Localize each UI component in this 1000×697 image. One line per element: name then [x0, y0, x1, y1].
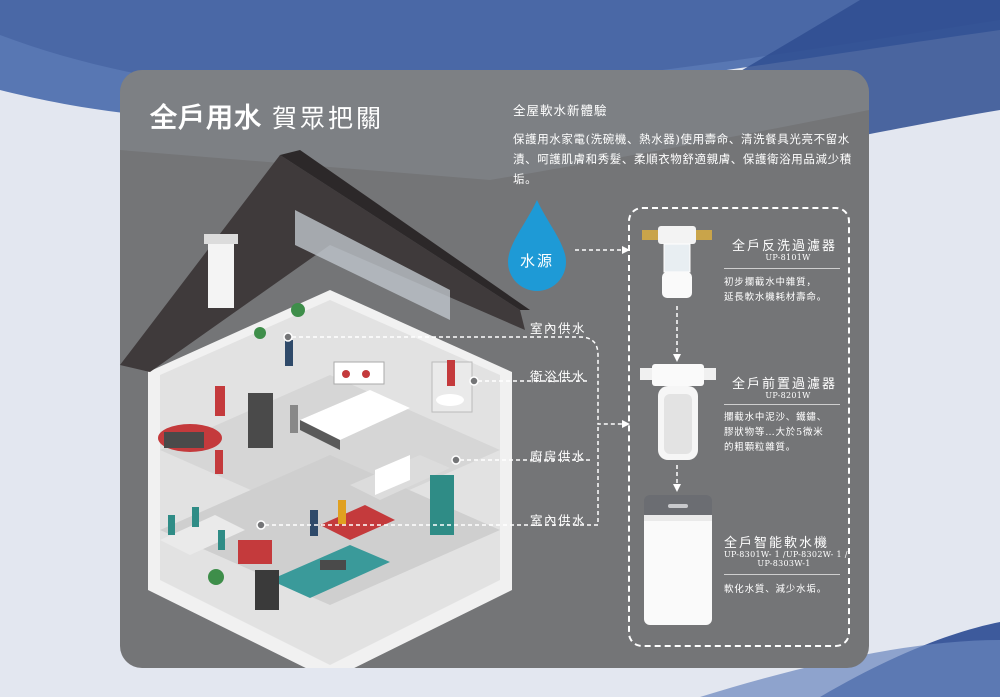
product-chain-box: [628, 207, 850, 647]
product-3-model-line: UP-8301W- 1 /UP-8302W- 1 /: [724, 550, 848, 559]
product-3-name: 全戶智能軟水機: [724, 536, 830, 551]
product-1-desc-line: 初步攔截水中雜質，: [724, 277, 817, 288]
product-2-name: 全戶前置過濾器: [732, 377, 838, 392]
product-3-model-line: UP-8303W-1: [757, 559, 811, 568]
product-3-desc-line: 軟化水質、減少水垢。: [724, 584, 828, 595]
product-1-desc-line: 延長軟水機耗材壽命。: [724, 292, 828, 303]
product-3-divider: [724, 574, 840, 575]
house-illustration: [120, 150, 530, 668]
page-title: 全戶用水賀眾把關: [150, 96, 384, 135]
intro-body: 保護用水家電(洗碗機、熱水器)使用壽命、清洗餐具光亮不留水漬、呵護肌膚和秀髮、柔…: [513, 132, 852, 186]
product-1-desc: 初步攔截水中雜質， 延長軟水機耗材壽命。: [724, 275, 848, 305]
product-1-model: UP-8101W: [765, 253, 811, 262]
water-source-label: 水源: [519, 252, 554, 270]
product-2-desc-line: 攔截水中泥沙、鐵鏽、: [724, 412, 828, 423]
title-main: 全戶用水: [150, 103, 262, 134]
product-1-divider: [724, 268, 840, 269]
water-drop-icon: [508, 200, 566, 291]
supply-label-indoor-1: 室內供水: [530, 321, 587, 336]
product-2-model: UP-8201W: [765, 391, 811, 400]
product-2-divider: [724, 404, 840, 405]
product-2-desc: 攔截水中泥沙、鐵鏽、 膠狀物等…大於5微米 的粗顆粒雜質。: [724, 410, 848, 455]
product-2-desc-line: 膠狀物等…大於5微米: [724, 427, 824, 438]
water-source: 水源: [508, 200, 566, 292]
title-sub: 賀眾把關: [272, 104, 385, 133]
product-1-name: 全戶反洗過濾器: [732, 239, 838, 254]
product-3-model: UP-8301W- 1 /UP-8302W- 1 / UP-8303W-1: [724, 550, 848, 568]
main-panel: 全戶用水賀眾把關 全屋軟水新體驗 保護用水家電(洗碗機、熱水器)使用壽命、清洗餐…: [120, 70, 869, 668]
supply-label-indoor-2: 室內供水: [530, 513, 587, 528]
panel-highlight: [120, 70, 869, 180]
intro-block: 全屋軟水新體驗 保護用水家電(洗碗機、熱水器)使用壽命、清洗餐具光亮不留水漬、呵…: [513, 100, 858, 189]
intro-heading: 全屋軟水新體驗: [513, 103, 608, 118]
supply-label-kitchen: 廚房供水: [530, 449, 587, 464]
product-3-desc: 軟化水質、減少水垢。: [724, 582, 848, 597]
product-2-desc-line: 的粗顆粒雜質。: [724, 442, 797, 453]
supply-label-bathroom: 衛浴供水: [530, 369, 587, 384]
